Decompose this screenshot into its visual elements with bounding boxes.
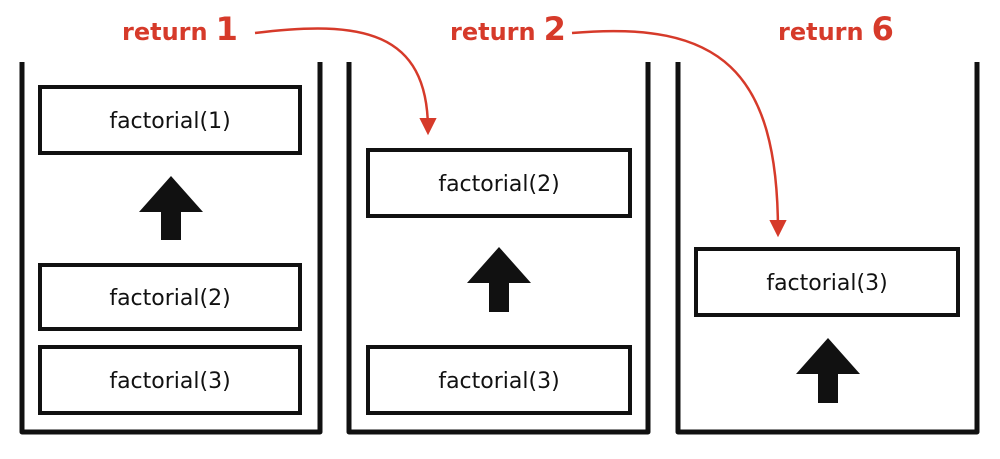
stack-1-frame-3 [38,345,302,415]
stack-2-frame-1-label: factorial(2) [438,172,559,197]
stack-1-frame-2 [38,263,302,331]
stack-1-frame-3-label: factorial(3) [109,369,230,394]
stack-1: factorial(1) factorial(2) factorial(3) [19,62,323,435]
stack-1-push-arrow-icon [139,176,203,240]
return-arrow-1 [254,27,437,136]
stack-3-frame-1-label: factorial(3) [766,271,887,296]
stack-2-frame-2-label: factorial(3) [438,369,559,394]
stack-3-frame-1 [694,247,960,317]
stack-2-frame-1 [366,148,632,218]
stack-2-frame-2 [366,345,632,415]
stack-1-frame-1-label: factorial(1) [109,109,230,134]
stack-2-container [346,62,651,435]
return-arrow-2 [571,29,787,238]
stack-1-container [19,62,323,435]
stack-3: factorial(3) [675,62,980,435]
stack-2: factorial(2) factorial(3) [346,62,651,435]
stack-1-frame-1 [38,85,302,155]
stack-2-push-arrow-icon [467,247,531,312]
stack-3-push-arrow-icon [796,338,860,403]
stack-1-frame-2-label: factorial(2) [109,286,230,311]
stack-3-container [675,62,980,435]
